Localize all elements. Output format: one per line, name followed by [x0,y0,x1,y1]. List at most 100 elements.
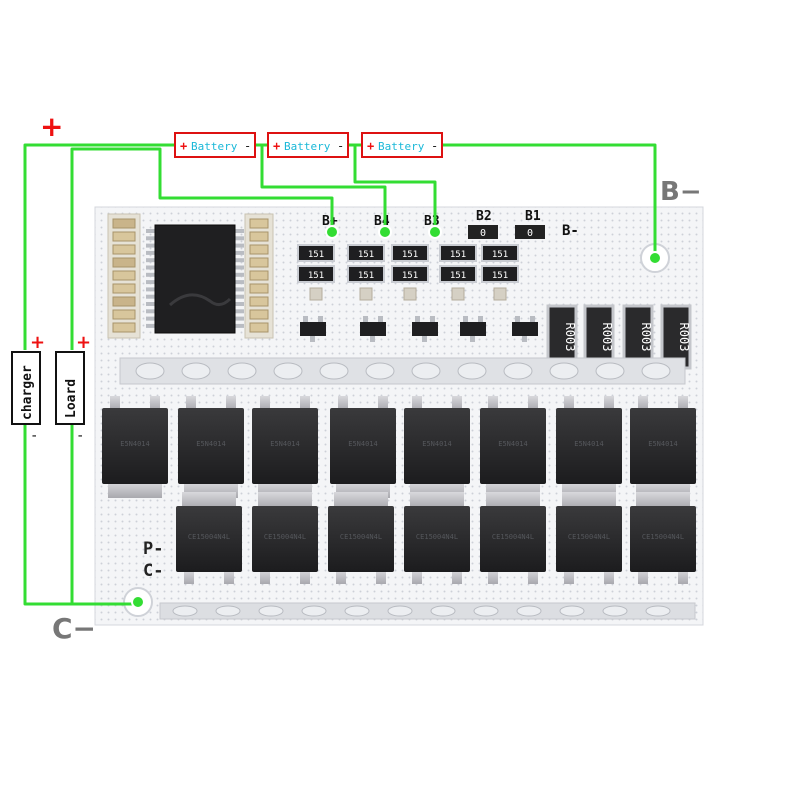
load-plus-sign: + [76,332,91,353]
mosfet-body [252,506,318,572]
balance-resistor [481,244,519,262]
solder-blob [301,605,327,617]
wire-load-plus [70,147,334,350]
solder-blob [641,362,671,380]
mosfet-marking: CE15004N4L [188,533,230,541]
mosfet-marking: CE15004N4L [642,533,684,541]
mosfet-body [178,408,244,484]
left-array-resistor [112,283,136,294]
battery-1-minus: - [244,139,251,153]
ic-pin [234,316,244,321]
mosfet-body [176,506,242,572]
mosfet: CE15004N4L [480,492,546,584]
mosfet-body [330,408,396,484]
solder-blob [503,362,533,380]
ic-pin [234,287,244,292]
ic-pin [234,229,244,233]
left-array-resistor [112,322,136,333]
sot-pin [470,336,475,342]
ic-pin [146,243,156,248]
ic-pin [234,323,244,328]
ic-pin [146,287,156,292]
mosfet-body [404,506,470,572]
battery-box-1: + Battery - [174,132,256,158]
left-resistor-array [107,213,274,339]
left-array-resistor [112,296,136,307]
sot-pin [370,336,375,342]
balance-resistor-marking: 151 [358,271,374,281]
left-array-resistor [112,218,136,229]
ic-pin [234,250,244,255]
wiring-overlay [23,143,657,606]
mosfet-body [556,506,622,572]
ic-pin [146,250,156,255]
sot-pin [422,336,427,342]
battery-box-3: + Battery - [361,132,443,158]
shunt-marking: R003 [677,323,691,352]
mosfet: E5N4014 [178,396,244,498]
sot-pin [303,316,308,322]
solder-blob [258,605,284,617]
balance-led [309,287,323,301]
ic-pin [146,294,156,299]
solder-blob [365,362,395,380]
solder-strip-bottom [159,602,696,620]
solder-strip-2 [159,602,696,620]
solder-blob [411,362,441,380]
sot-pin [478,316,483,322]
solder-blob [135,362,165,380]
right-array-resistor [249,296,269,307]
right-array-resistor [249,218,269,229]
mosfet: CE15004N4L [252,492,318,584]
mosfet-marking: CE15004N4L [568,533,610,541]
solder-strip-1 [119,357,686,385]
mosfet-body [404,408,470,484]
solder-blob [516,605,542,617]
mosfet-body [480,408,546,484]
balance-resistor [481,265,519,283]
mosfet-marking: E5N4014 [422,440,452,448]
sot-pin [530,316,535,322]
sot-pin [310,336,315,342]
balance-resistor [439,265,477,283]
wire-charger-minus [23,425,138,606]
junction-b-plus [325,225,339,239]
wire-b3 [353,145,437,232]
silk-p-minus: P- [143,539,163,559]
mosfet-body [252,408,318,484]
wire-b-minus [442,143,657,258]
battery-2-label: Battery [284,140,331,153]
balance-resistor [297,244,335,262]
mosfet-body [328,506,394,572]
mosfet: CE15004N4L [176,492,242,584]
ic-pin [234,280,244,285]
balance-resistor [391,244,429,262]
balance-led [493,287,507,301]
balance-resistor-marking: 151 [402,250,418,260]
charger-box: + charger - [11,332,45,444]
mosfet-marking: E5N4014 [498,440,528,448]
left-array-resistor [112,244,136,255]
balance-resistor-marking: 151 [492,271,508,281]
ic-pin [146,229,156,233]
balance-led [403,287,417,301]
b-minus-label: B− [660,177,702,207]
wire-junctions [131,225,662,609]
mosfet-marking: CE15004N4L [492,533,534,541]
balance-resistor [347,265,385,283]
mosfet-marking: E5N4014 [348,440,378,448]
battery-3-label: Battery [378,140,425,153]
right-array-resistor [249,283,269,294]
ic-pin [234,236,244,241]
sot-transistor [460,322,486,336]
solder-strip-top [119,357,686,385]
silk-b-plus: B+ [322,214,338,229]
zero-ohm-jumpers: 0 0 [468,225,545,239]
charger-minus-sign: - [30,428,38,444]
left-array-resistor [112,257,136,268]
pcb-board: B+ B4 B3 B2 B1 B- 0 0 151151151151151151… [94,206,704,626]
ic-pin [234,243,244,248]
